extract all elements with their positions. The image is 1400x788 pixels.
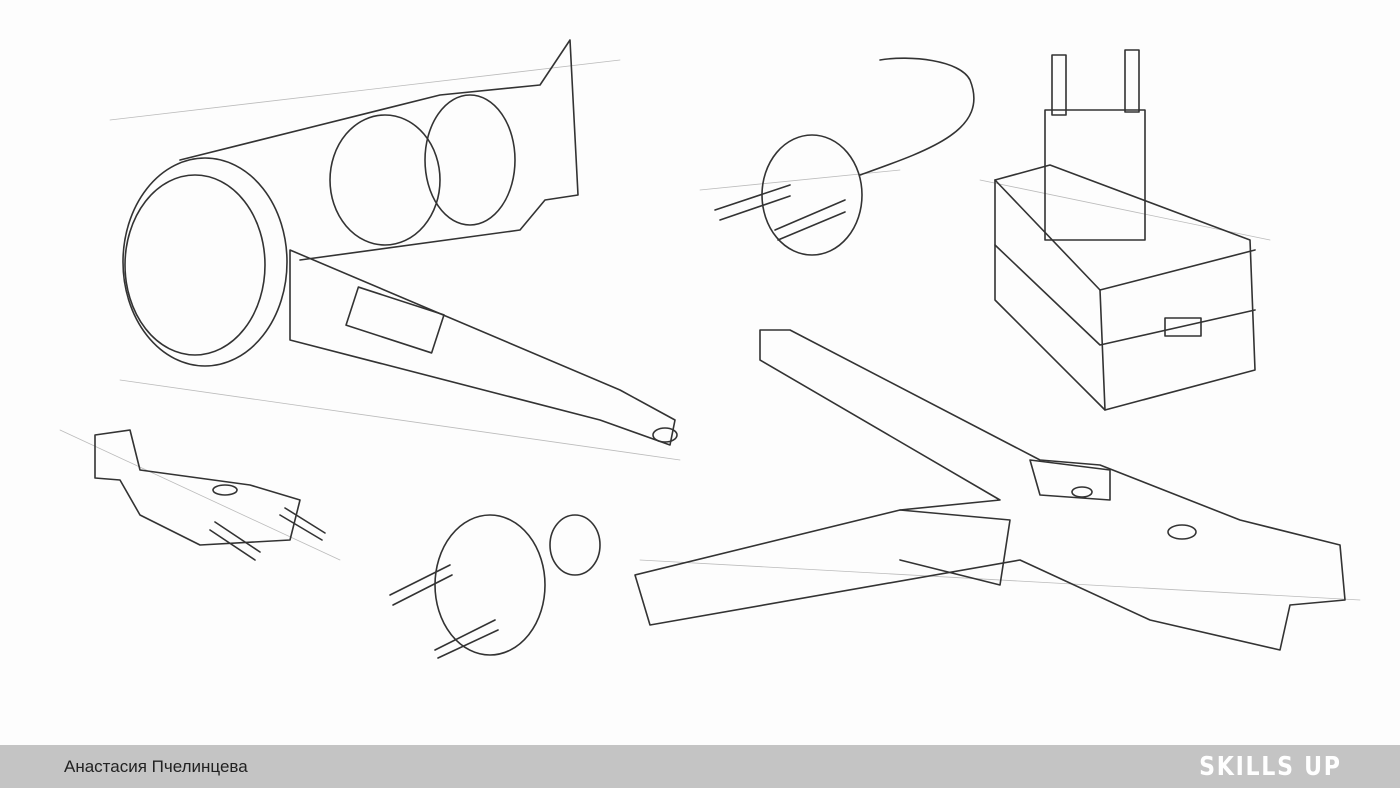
adjustable-wrench-sketch bbox=[634, 329, 1346, 651]
skills-up-logo: SKILLS UP bbox=[1199, 752, 1342, 782]
construction-lines bbox=[59, 59, 1361, 601]
round-plug-sketch bbox=[389, 514, 601, 659]
author-name: Анастасия Пчелинцева bbox=[64, 757, 248, 776]
flat-plug-sketch bbox=[94, 429, 326, 561]
hair-dryer-sketch bbox=[122, 39, 678, 446]
footer-bar: Анастасия Пчелинцева SKILLS UP bbox=[0, 745, 1400, 788]
pencil-sketch-artwork bbox=[59, 39, 1361, 659]
power-adapter-sketch bbox=[994, 49, 1256, 411]
euro-plug-with-cord-sketch bbox=[714, 57, 975, 256]
